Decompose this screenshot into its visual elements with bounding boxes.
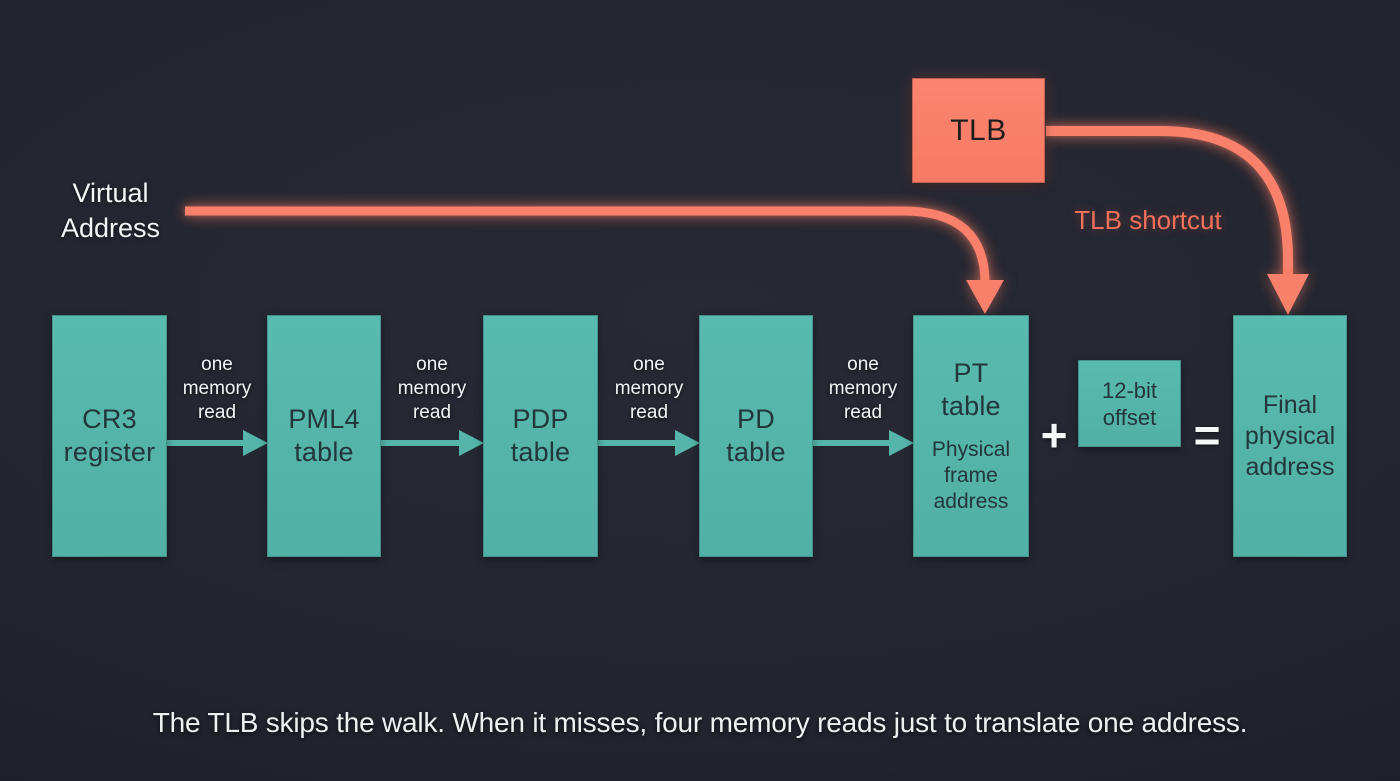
box-cr3-register: CR3 register bbox=[52, 315, 167, 557]
pml4-table-label: PML4 table bbox=[288, 404, 360, 467]
walk-arrow-pml4-to-pdp bbox=[381, 430, 484, 456]
tlb-shortcut-arrow bbox=[1046, 126, 1309, 315]
walk-arrow-cr3-to-pml4 bbox=[167, 430, 268, 456]
memory-read-label-4: one memory read bbox=[828, 354, 898, 423]
tlb-box: TLB bbox=[912, 78, 1045, 183]
box-pd-table: PD table bbox=[699, 315, 813, 557]
box-pml4-table: PML4 table bbox=[267, 315, 381, 557]
box-12bit-offset: 12-bit offset bbox=[1078, 360, 1181, 447]
equals-sign: = bbox=[1193, 409, 1221, 461]
plus-sign: + bbox=[1040, 409, 1068, 461]
pdp-table-label: PDP table bbox=[510, 404, 571, 467]
virtual-address-label: Virtual Address bbox=[60, 178, 161, 243]
tlb-label: TLB bbox=[950, 113, 1007, 147]
walk-arrow-pd-to-pt bbox=[813, 430, 914, 456]
final-physical-address-label: Final physical address bbox=[1244, 390, 1336, 481]
pt-table-label: PT table bbox=[941, 358, 1001, 421]
box-pt-table: PT table Physical frame address bbox=[913, 315, 1029, 557]
caption: The TLB skips the walk. When it misses, … bbox=[152, 707, 1248, 738]
memory-read-label-1: one memory read bbox=[182, 354, 252, 423]
box-pdp-table: PDP table bbox=[483, 315, 598, 557]
walk-arrow-pdp-to-pd bbox=[598, 430, 700, 456]
box-final-physical-address: Final physical address bbox=[1233, 315, 1347, 557]
virtual-address-arrow bbox=[185, 206, 1004, 314]
offset-label: 12-bit offset bbox=[1101, 377, 1158, 430]
pt-table-subtitle: Physical frame address bbox=[931, 438, 1011, 513]
cr3-register-label: CR3 register bbox=[63, 404, 156, 467]
pd-table-label: PD table bbox=[726, 404, 786, 467]
memory-read-label-3: one memory read bbox=[614, 354, 684, 423]
memory-read-label-2: one memory read bbox=[397, 354, 467, 423]
tlb-shortcut-label: TLB shortcut bbox=[1074, 205, 1222, 235]
